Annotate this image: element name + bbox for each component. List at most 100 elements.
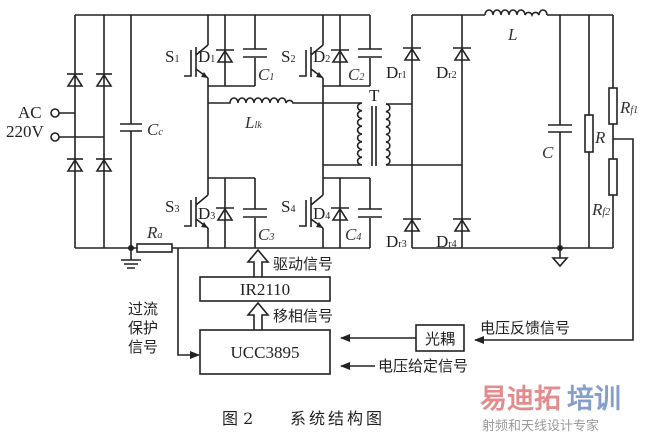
circuit-line: C4 [345, 225, 361, 244]
circuit-line [243, 208, 267, 218]
output-rectifier: Dr1 Dr2 Dr3 Dr4 [386, 14, 614, 251]
component-label-part: R [619, 98, 631, 117]
voltage-label: 220V [6, 122, 45, 141]
circuit-line [199, 329, 331, 375]
circuit-line [184, 194, 209, 229]
capacitor-cc: Cc [120, 15, 163, 248]
circuit-line: Rf1 [619, 98, 638, 117]
circuit-line [371, 106, 377, 166]
circuit-line: Ra [146, 223, 162, 242]
component-label-part: r1 [398, 70, 406, 81]
component-label-part: D [386, 63, 398, 82]
circuit-line: D3 [198, 204, 215, 223]
capacitor-c4: C4 [345, 208, 382, 244]
capacitor-c: C [542, 15, 572, 248]
ac-terminal [50, 108, 60, 118]
diode-d2: D2 [313, 47, 349, 66]
circuit-line [358, 208, 382, 218]
circuit-line [403, 47, 421, 61]
drive-signal-arrow [246, 248, 270, 277]
circuit-line: C2 [348, 65, 364, 84]
ucc3895-block: UCC3895 [199, 329, 331, 375]
overcurrent-label-3: 信号 [128, 338, 158, 356]
resistor-rf1: Rf1 [608, 87, 638, 125]
circuit-line: S4 [281, 197, 295, 216]
circuit-line: Dr3 [386, 232, 407, 251]
circuit-line [207, 15, 324, 248]
bridge-diode [95, 158, 113, 172]
igbt-s2: S2 [281, 44, 324, 79]
inverter-bridge [207, 15, 371, 248]
component-label-part: r3 [398, 239, 406, 250]
phase-shift-arrow [246, 301, 270, 330]
circuit-line [386, 103, 462, 166]
circuit-line [243, 49, 267, 58]
output-ground-symbol [551, 248, 569, 268]
optocoupler-block: 光耦 [415, 324, 465, 352]
component-label-part: D [198, 204, 210, 223]
circuit-line: Dr4 [436, 232, 457, 251]
circuit-line [120, 123, 142, 132]
circuit-line: S3 [165, 197, 179, 216]
overcurrent-wire [177, 248, 200, 359]
component-label-part: 3 [174, 204, 179, 215]
component-label-part: D [198, 47, 210, 66]
circuit-line [316, 222, 323, 228]
component-label-part: 4 [325, 211, 330, 222]
circuit-line [453, 218, 471, 232]
igbt-s1: S1 [165, 44, 209, 79]
circuit-line: T [369, 86, 380, 105]
component-label-part: 4 [290, 204, 295, 215]
component-label-part: r4 [448, 239, 456, 250]
circuit-line [216, 207, 234, 221]
circuit-line [415, 324, 465, 352]
component-label-part: R [146, 223, 158, 242]
component-label-part: 1 [269, 72, 274, 83]
component-label-part: C [348, 65, 360, 84]
voltage-reference-label: 电压给定信号 [378, 357, 468, 375]
circuit-line: Rf2 [591, 200, 610, 219]
component-label-part: L [244, 113, 254, 132]
component-label-part: S [165, 197, 174, 216]
circuit-line: Dr1 [386, 63, 407, 82]
component-label-part: 2 [359, 72, 364, 83]
component-label-part: D [313, 204, 325, 223]
circuit-line: D2 [313, 47, 330, 66]
component-label-part: D [386, 232, 398, 251]
capacitor-c3: C3 [243, 208, 274, 244]
component-label-part: S [281, 47, 290, 66]
circuit-line: S1 [165, 47, 179, 66]
component-label-part: f2 [602, 207, 610, 218]
bridge-diode [95, 73, 113, 87]
circuit-line [199, 276, 331, 302]
circuit-line: 培训 [567, 384, 621, 415]
component-label-part: a [157, 230, 162, 241]
circuit-line [243, 48, 267, 58]
component-label-part: 4 [356, 232, 361, 243]
circuit-line [201, 222, 208, 228]
circuit-line: C [542, 143, 554, 162]
component-label-part: 2 [325, 54, 330, 65]
ac-terminal [50, 132, 60, 142]
component-label-part: S [165, 47, 174, 66]
circuit-line [59, 112, 104, 138]
circuit-line: Cc [147, 120, 163, 139]
component-label-part: C [258, 65, 270, 84]
circuit-line [411, 14, 614, 249]
transformer-t: T [323, 86, 462, 166]
drive-signal-label: 驱动信号 [273, 255, 333, 273]
overcurrent-label-1: 过流 [128, 300, 158, 318]
component-label-part: D [436, 63, 448, 82]
circuit-line [385, 103, 391, 166]
circuit-line: L [507, 25, 517, 44]
diode-dr2: Dr2 [436, 47, 471, 82]
voltage-feedback-label: 电压反馈信号 [480, 319, 570, 337]
component-label-part: c [158, 127, 163, 138]
circuit-line: UCC3895 [231, 343, 300, 362]
circuit-line [316, 72, 323, 78]
circuit-line [243, 209, 267, 218]
circuit-line [66, 158, 84, 172]
resistor-rf2: Rf2 [591, 158, 618, 219]
component-label-part: C [258, 225, 270, 244]
